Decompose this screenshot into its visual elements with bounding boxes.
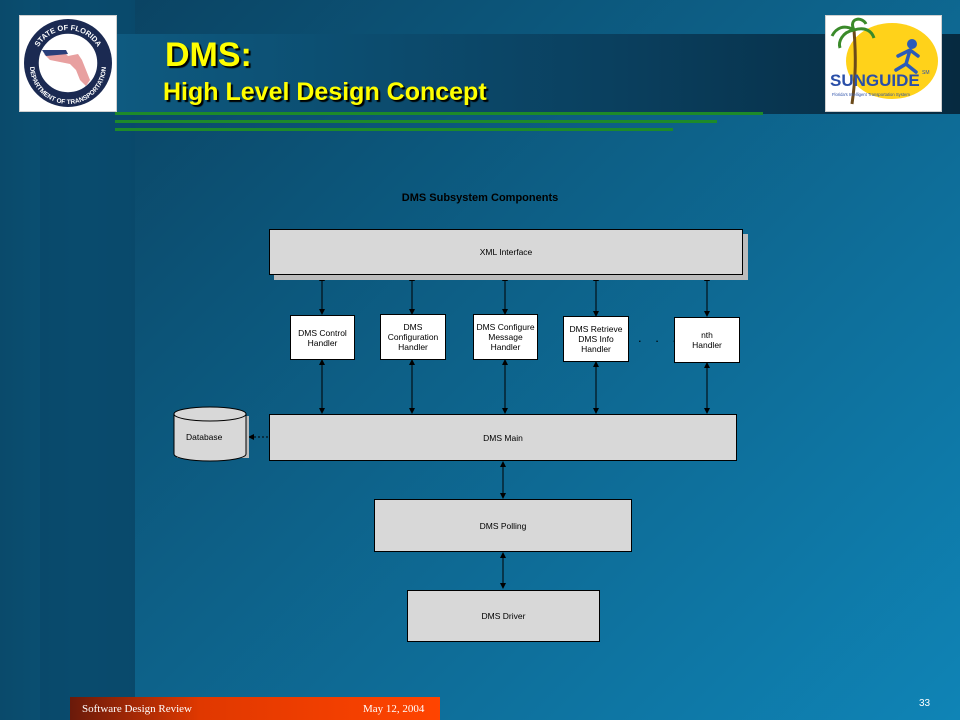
sunguide-logo: SUNGUIDE SM Florida's Intelligent Transp…: [825, 15, 942, 112]
sunguide-wordmark: SUNGUIDE: [830, 71, 920, 90]
fdot-seal-graphic: STATE OF FLORIDA DEPARTMENT OF TRANSPORT…: [24, 19, 112, 107]
node-dms-driver: DMS Driver: [407, 590, 600, 642]
header-band: [115, 34, 960, 114]
footer-date: May 12, 2004: [363, 703, 425, 715]
database-cylinder: [173, 406, 249, 462]
node-dms-main: DMS Main: [269, 414, 737, 461]
node-configuration-handler: DMS Configuration Handler: [380, 314, 446, 360]
fdot-seal-logo: STATE OF FLORIDA DEPARTMENT OF TRANSPORT…: [19, 15, 117, 112]
sunguide-graphic: SUNGUIDE SM Florida's Intelligent Transp…: [830, 17, 938, 105]
page-number: 33: [919, 698, 931, 709]
footer-title: Software Design Review: [82, 703, 192, 715]
node-xml-interface: XML Interface: [269, 229, 743, 275]
node-control-handler: DMS Control Handler: [290, 315, 355, 360]
node-database-label: Database: [186, 432, 223, 442]
more-handlers-ellipsis: . . .: [638, 330, 682, 345]
node-nth-handler: nth Handler: [674, 317, 740, 363]
node-configure-message-handler: DMS Configure Message Handler: [473, 314, 538, 360]
slide-title: DMS:: [165, 36, 252, 74]
node-dms-polling: DMS Polling: [374, 499, 632, 552]
diagram-title: DMS Subsystem Components: [401, 192, 559, 204]
header-rule-2: [115, 120, 717, 123]
slide-subtitle: High Level Design Concept: [163, 78, 487, 106]
header-rule-3: [115, 128, 673, 131]
sunguide-service-mark: SM: [922, 70, 930, 76]
sunguide-tagline: Florida's Intelligent Transportation Sys…: [832, 92, 910, 97]
node-retrieve-info-handler: DMS Retrieve DMS Info Handler: [563, 316, 629, 362]
footer-bar: [70, 697, 440, 720]
header-rule-1: [115, 112, 763, 115]
